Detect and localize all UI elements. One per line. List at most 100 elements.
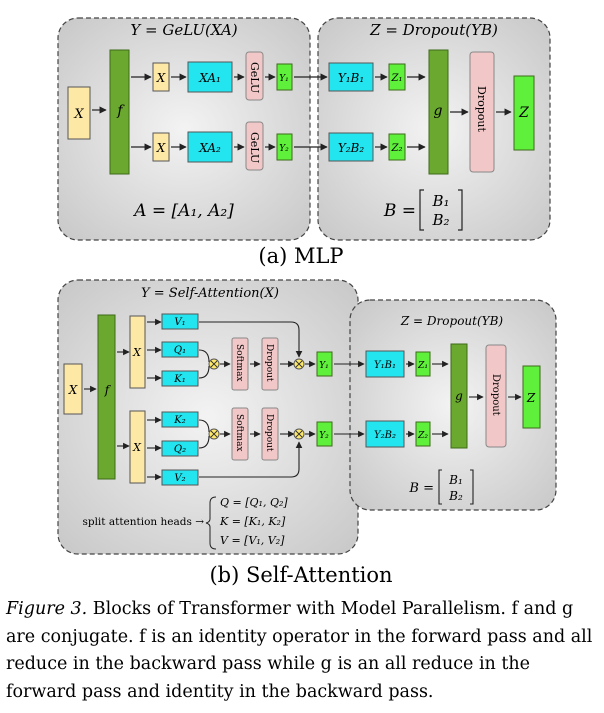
mlp-y1: Y₁ [279, 74, 289, 84]
attn-y2b2-box [365, 420, 405, 448]
mlp-x1-box [152, 62, 170, 92]
mlp-xa1: XA₁ [198, 71, 221, 85]
attn-softmax2: Softmax [234, 414, 244, 452]
mlp-xa1-box [187, 61, 233, 93]
attn-z-box [522, 365, 541, 429]
mlp-x2-box [152, 132, 170, 162]
mlp-f-label: f [116, 103, 125, 119]
attn-k1: K₁ [173, 374, 185, 385]
attn-dropout2: Dropout [264, 414, 274, 452]
mlp-y1b1: Y₁B₁ [338, 71, 364, 85]
attn-x1: X [132, 346, 142, 359]
attention-diagram: Y = Self-Attention(X) Z = Dropout(YB) X … [57, 279, 557, 587]
mlp-eq-b1: B₁ [431, 192, 449, 210]
attn-q2-box [161, 440, 199, 457]
attn-k2-box [161, 411, 199, 428]
attn-y1-box [316, 351, 333, 377]
mlp-y2-box [276, 133, 293, 161]
mlp-f-box [109, 49, 130, 175]
figure-caption: Figure 3. Blocks of Transformer with Mod… [6, 596, 598, 706]
attn-v2: V₂ [174, 473, 185, 484]
attn-z1-box [415, 351, 431, 377]
attn-split-label: split attention heads → [82, 516, 204, 528]
attn-x2-box [129, 410, 146, 484]
mlp-input-x: X [73, 107, 84, 122]
mlp-y2b2: Y₂B₂ [338, 141, 365, 155]
mlp-x2: X [156, 141, 166, 155]
mlp-x1: X [156, 71, 166, 85]
attn-g-box [450, 343, 468, 449]
attn-input-x: X [68, 383, 78, 397]
mlp-eq-a: A = [A₁, A₂] [132, 201, 234, 221]
attn-z2-box [415, 421, 431, 447]
figure-diagram: Y = GeLU(XA) Z = Dropout(YB) X f X XA₁ G… [57, 17, 557, 587]
mlp-gelu2: GeLU [248, 132, 261, 163]
mlp-g-box [428, 49, 449, 175]
attn-f-label: f [104, 383, 112, 397]
attn-softmax1-box [231, 337, 249, 391]
attn-x1-box [129, 315, 146, 389]
attn-caption: (b) Self-Attention [209, 563, 392, 587]
mlp-y1b1-box [328, 62, 374, 92]
attn-v1-box [161, 313, 199, 330]
attn-q1: Q₁ [174, 345, 186, 356]
figure-caption-text: Blocks of Transformer with Model Paralle… [6, 599, 593, 702]
attn-y2-box [316, 421, 333, 447]
mlp-gelu2-box [245, 121, 264, 171]
attn-y1b1-box [365, 350, 405, 378]
mlp-g-label: g [434, 103, 443, 119]
attn-z2: Z₂ [417, 431, 428, 441]
attn-z1: Z₁ [417, 361, 428, 371]
attn-title-right: Z = Dropout(YB) [400, 314, 503, 328]
attn-eq-k: K = [K₁, K₂] [219, 515, 286, 528]
mlp-title-left: Y = GeLU(XA) [130, 21, 237, 39]
attn-k1-box [161, 370, 199, 387]
attn-softmax1: Softmax [234, 344, 244, 382]
attn-eq-b-lhs: B = [408, 481, 434, 496]
attn-v2-box [161, 469, 199, 486]
mlp-z-box [513, 75, 535, 151]
mlp-dropout: Dropout [475, 86, 488, 132]
mlp-y2: Y₂ [279, 144, 289, 154]
attn-y1: Y₁ [319, 361, 329, 371]
attn-dropout1: Dropout [264, 344, 274, 382]
attn-dropout: Dropout [490, 374, 501, 416]
attn-softmax2-box [231, 407, 249, 461]
attn-dropout-box [485, 344, 507, 448]
mlp-gelu1: GeLU [248, 62, 261, 93]
attn-dropout2-box [261, 407, 279, 461]
attn-dropout1-box [261, 337, 279, 391]
mlp-xa2: XA₂ [198, 141, 221, 155]
mlp-input-x-box [67, 86, 91, 140]
mlp-z: Z [518, 105, 529, 121]
attn-eq-v: V = [V₁, V₂] [220, 534, 285, 547]
mlp-diagram: Y = GeLU(XA) Z = Dropout(YB) X f X XA₁ G… [57, 17, 551, 268]
attn-eq-b2: B₂ [448, 489, 463, 503]
attn-z: Z [526, 391, 536, 405]
mlp-eq-b-lhs: B = [383, 201, 416, 221]
mlp-y1-box [276, 63, 293, 91]
attn-x2: X [132, 441, 142, 454]
attn-f-box [97, 314, 116, 480]
mlp-dropout-box [469, 51, 495, 173]
mlp-z2-box [388, 133, 406, 161]
attn-y2b2: Y₂B₂ [374, 430, 396, 441]
attn-eq-q: Q = [Q₁, Q₂] [220, 496, 288, 509]
attn-y2: Y₂ [319, 431, 329, 441]
attn-eq-b1: B₁ [448, 473, 463, 487]
mlp-xa2-box [187, 131, 233, 163]
attn-y1b1: Y₁B₁ [374, 360, 396, 371]
mlp-eq-b2: B₂ [431, 211, 449, 229]
attn-v1: V₁ [174, 317, 185, 328]
mlp-z2: Z₂ [391, 143, 403, 154]
figure-caption-label: Figure 3. [6, 599, 88, 619]
mlp-gelu1-box [245, 51, 264, 101]
attn-input-x-box [63, 363, 83, 415]
mlp-z1-box [388, 63, 406, 91]
mlp-caption: (a) MLP [258, 244, 343, 268]
attn-q1-box [161, 341, 199, 358]
attn-q2: Q₂ [174, 444, 186, 455]
mlp-title-right: Z = Dropout(YB) [369, 21, 498, 39]
attn-title-left: Y = Self-Attention(X) [141, 286, 279, 301]
mlp-z1: Z₁ [391, 73, 403, 84]
